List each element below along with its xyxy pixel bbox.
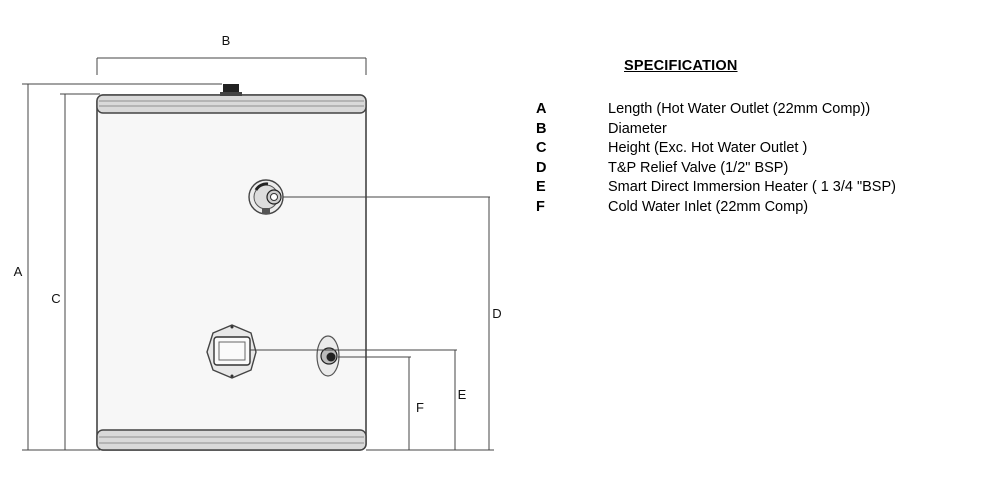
spec-description: Height (Exc. Hot Water Outlet ) <box>608 140 808 156</box>
spec-description: Length (Hot Water Outlet (22mm Comp)) <box>608 101 871 117</box>
dimension-label-f: F <box>416 400 424 415</box>
spec-item: D T&P Relief Valve (1/2" BSP) <box>536 159 991 179</box>
dimension-label-d: D <box>492 306 501 321</box>
dimension-label-e: E <box>458 387 467 402</box>
spec-description: T&P Relief Valve (1/2" BSP) <box>608 159 789 176</box>
spec-item: F Cold Water Inlet (22mm Comp) <box>536 198 991 218</box>
spec-item: A Length (Hot Water Outlet (22mm Comp)) <box>536 100 991 120</box>
dimension-label-a: A <box>14 264 23 279</box>
dimension-label-c: C <box>51 291 60 306</box>
spec-key: C <box>536 140 547 156</box>
spec-description: Cold Water Inlet (22mm Comp) <box>608 198 809 215</box>
spec-key: F <box>536 198 545 215</box>
cylinder-body <box>96 94 367 451</box>
immersion-heater <box>206 324 257 379</box>
specification-title: SPECIFICATION <box>624 58 738 74</box>
spec-description: Diameter <box>608 120 667 137</box>
spec-key: A <box>536 101 547 117</box>
dimension-d <box>283 196 494 451</box>
dimension-c <box>60 93 100 450</box>
spec-item: C Height (Exc. Hot Water Outlet ) <box>536 139 991 159</box>
hot-water-outlet <box>220 84 242 96</box>
spec-key: D <box>536 159 547 176</box>
spec-key: E <box>536 179 546 195</box>
dimension-b <box>96 57 367 75</box>
spec-key: B <box>536 120 547 137</box>
spec-item: E Smart Direct Immersion Heater ( 1 3/4 … <box>536 178 991 198</box>
dimension-e <box>250 349 457 450</box>
dimension-a <box>22 83 222 451</box>
spec-description: Smart Direct Immersion Heater ( 1 3/4 "B… <box>608 179 896 195</box>
specification-panel: SPECIFICATION A Length (Hot Water Outlet… <box>536 58 991 217</box>
dimension-label-b: B <box>222 33 231 48</box>
tp-relief-valve <box>248 179 284 215</box>
cold-water-inlet <box>316 335 340 377</box>
dimension-f <box>338 356 411 450</box>
spec-item: B Diameter <box>536 120 991 140</box>
